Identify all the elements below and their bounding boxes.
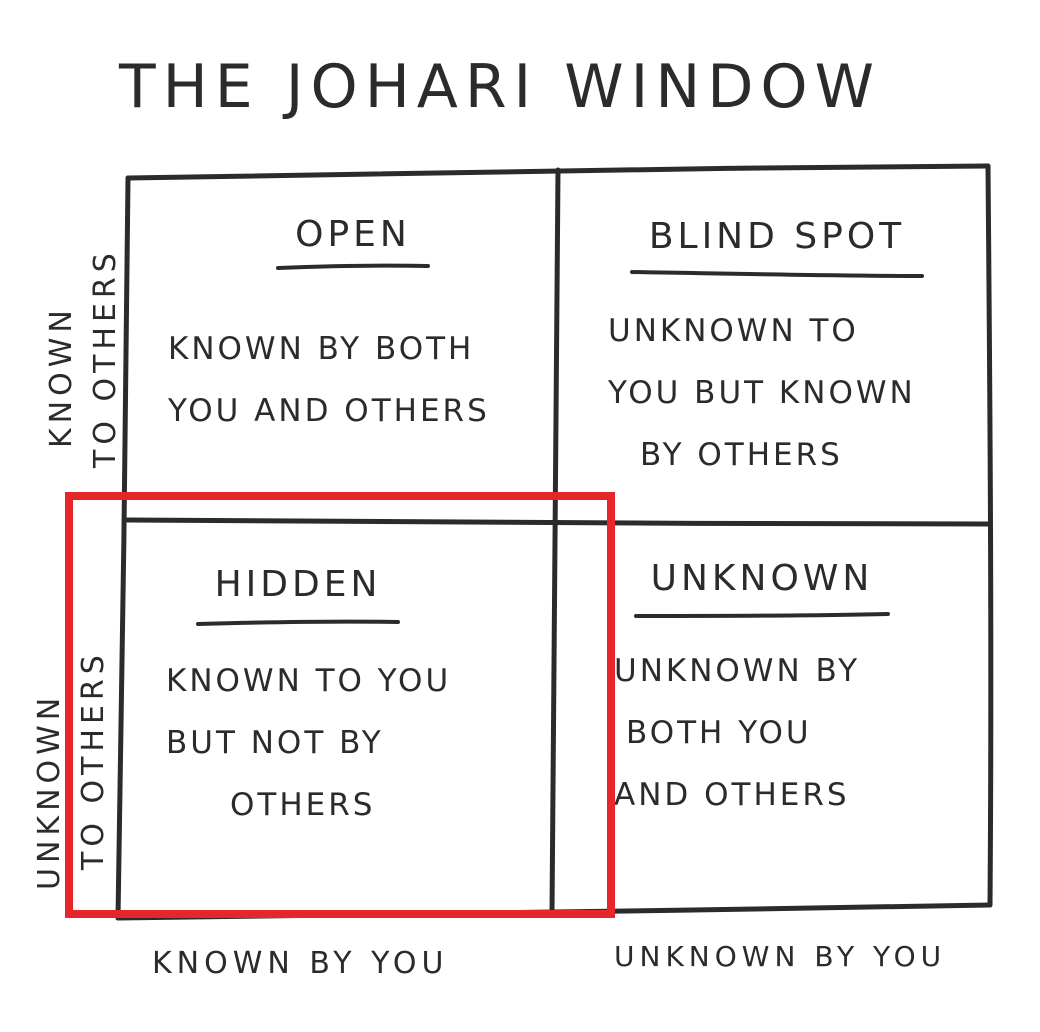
- quadrant-unknown-line: AND OTHERS: [614, 777, 850, 813]
- quadrant-hidden-line: KNOWN TO YOU: [166, 663, 452, 699]
- y-axis-label-known-to-others: KNOWN TO OTHERS: [40, 248, 128, 468]
- quadrant-unknown-body: UNKNOWN BY BOTH YOU AND OTHERS: [614, 640, 860, 826]
- quadrant-open-line: YOU AND OTHERS: [168, 393, 490, 429]
- quadrant-open-body: KNOWN BY BOTH YOU AND OTHERS: [168, 318, 490, 442]
- y-axis-label-line: KNOWN: [44, 305, 79, 448]
- grid-horizontal-divider: [121, 517, 991, 527]
- quadrant-unknown-heading: UNKNOWN: [650, 558, 874, 599]
- hidden-underline: [196, 619, 400, 626]
- x-axis-label-known-by-you: KNOWN BY YOU: [152, 946, 449, 981]
- grid-left-border: [115, 175, 131, 921]
- quadrant-blind-spot-heading: BLIND SPOT: [648, 216, 906, 257]
- quadrant-hidden-line: BUT NOT BY: [166, 725, 384, 761]
- quadrant-blind-spot-line: BY OTHERS: [640, 437, 843, 473]
- quadrant-hidden-heading: HIDDEN: [214, 564, 382, 605]
- unknown-underline: [634, 612, 890, 618]
- quadrant-unknown-line: BOTH YOU: [626, 715, 812, 751]
- quadrant-blind-spot-body: UNKNOWN TO YOU BUT KNOWN BY OTHERS: [608, 300, 916, 486]
- quadrant-hidden-body: KNOWN TO YOU BUT NOT BY OTHERS: [166, 650, 451, 836]
- grid-top-border: [125, 163, 991, 181]
- quadrant-open-line: KNOWN BY BOTH: [168, 331, 475, 367]
- quadrant-blind-spot-line: UNKNOWN TO: [608, 313, 859, 349]
- grid-vertical-divider: [549, 167, 561, 915]
- grid-right-border: [985, 163, 994, 908]
- quadrant-hidden-line: OTHERS: [230, 787, 376, 823]
- quadrant-open-heading: OPEN: [295, 214, 411, 255]
- quadrant-unknown-line: UNKNOWN BY: [614, 653, 861, 689]
- diagram-title: THE JOHARI WINDOW: [119, 52, 881, 122]
- quadrant-blind-spot-line: YOU BUT KNOWN: [608, 375, 916, 411]
- x-axis-label-unknown-by-you: UNKNOWN BY YOU: [614, 940, 947, 973]
- open-underline: [276, 263, 430, 270]
- hidden-quadrant-highlight-box: [65, 492, 615, 918]
- blind-spot-underline: [630, 270, 924, 278]
- y-axis-label-line: TO OTHERS: [88, 248, 123, 468]
